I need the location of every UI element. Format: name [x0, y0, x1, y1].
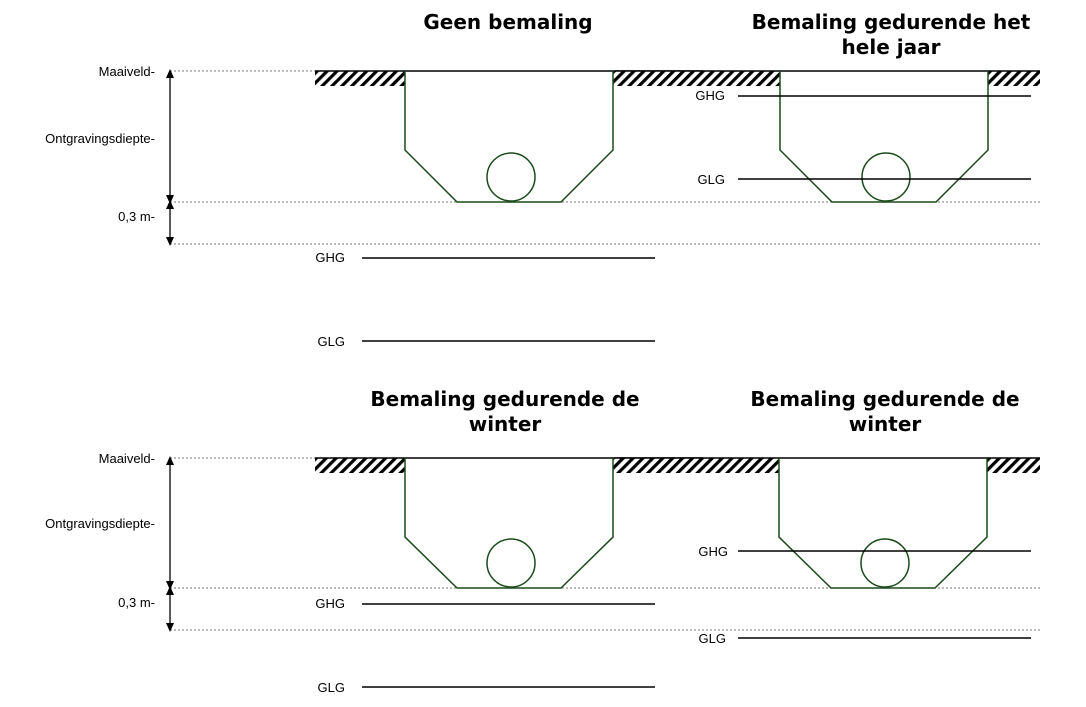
soil-hatch-right	[987, 458, 1040, 473]
panel-bemaling-hele-jaar: Bemaling gedurende het hele jaar GHG GLG	[615, 10, 1040, 203]
panel-bemaling-winter-links: Bemaling gedurende de winter GHG GLG	[315, 387, 703, 695]
pipe-icon	[860, 538, 910, 588]
row-bottom: Maaiveld- Ontgravingsdiepte- 0,3 m- Bema…	[45, 387, 1040, 695]
panel-title-line-1: Bemaling gedurende het	[752, 10, 1031, 34]
trench-outline	[779, 71, 989, 203]
panel-title-line-2: winter	[849, 412, 922, 436]
marge-label: 0,3 m-	[118, 209, 155, 224]
ghg-label: GHG	[315, 596, 345, 611]
maaiveld-label: Maaiveld-	[99, 451, 155, 466]
glg-label: GLG	[699, 631, 726, 646]
glg-label: GLG	[318, 334, 345, 349]
marge-label: 0,3 m-	[118, 595, 155, 610]
panel-title-line-2: winter	[469, 412, 542, 436]
panel-title-line-1: Bemaling gedurende de	[370, 387, 639, 411]
soil-hatch-left	[315, 71, 405, 86]
trench-outline	[404, 458, 614, 589]
row-top: Maaiveld- Ontgravingsdiepte- 0,3 m- Geen…	[45, 10, 1040, 349]
soil-hatch-right	[988, 71, 1040, 86]
soil-hatch-left	[315, 458, 405, 473]
panel-title: Geen bemaling	[423, 10, 592, 34]
panel-title-line-2: hele jaar	[842, 35, 941, 59]
ghg-label: GHG	[698, 544, 728, 559]
panel-title-line-1: Bemaling gedurende de	[750, 387, 1019, 411]
ontgravingsdiepte-label: Ontgravingsdiepte-	[45, 516, 155, 531]
ghg-label: GHG	[315, 250, 345, 265]
glg-label: GLG	[698, 172, 725, 187]
trench-outline	[778, 458, 988, 589]
trench-outline	[404, 71, 614, 203]
pipe-icon	[486, 538, 536, 588]
pipe-icon	[861, 152, 911, 202]
ontgravingsdiepte-label: Ontgravingsdiepte-	[45, 131, 155, 146]
panel-bemaling-winter-rechts: Bemaling gedurende de winter GHG GLG	[615, 387, 1040, 646]
glg-label: GLG	[318, 680, 345, 695]
maaiveld-label: Maaiveld-	[99, 64, 155, 79]
ghg-label: GHG	[695, 88, 725, 103]
soil-hatch-left	[615, 458, 779, 473]
pipe-icon	[486, 152, 536, 202]
panel-geen-bemaling: Geen bemaling GHG GLG	[315, 10, 703, 349]
soil-hatch-left	[615, 71, 780, 86]
